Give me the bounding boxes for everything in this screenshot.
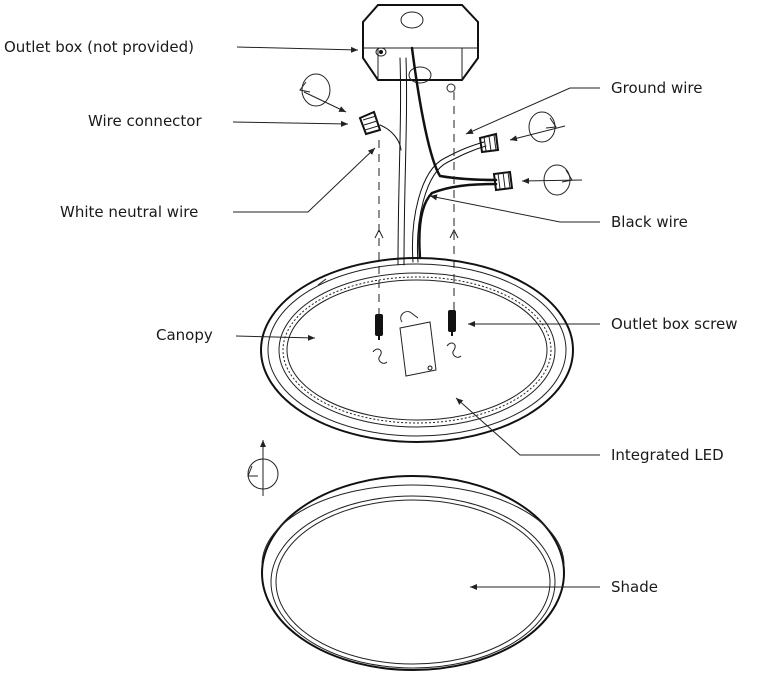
label-white-neutral-wire: White neutral wire [60,203,199,221]
label-outlet-box-screw: Outlet box screw [611,315,738,333]
label-integrated-led: Integrated LED [611,446,724,464]
leader-lines [232,46,600,590]
twist-arrow-icon [509,111,566,143]
outlet-box [362,4,479,93]
twist-arrow-icon [247,440,279,496]
label-wire-connector: Wire connector [88,112,202,130]
wire-connector-ground [478,132,500,154]
wires [379,46,498,266]
label-ground-wire: Ground wire [611,79,703,97]
label-black-wire: Black wire [611,213,688,231]
guide-lines [374,92,459,315]
shade [261,475,565,671]
outlet-box-screw [446,310,462,358]
led-driver [399,311,437,377]
label-shade: Shade [611,578,658,596]
twist-arrow-icon [521,164,583,196]
wire-connector-left [358,110,382,136]
label-outlet-box: Outlet box (not provided) [4,38,195,56]
label-canopy: Canopy [156,326,213,344]
twist-arrow-icon [299,73,347,113]
canopy [260,257,574,443]
outlet-box-screw [372,314,388,364]
wire-connector-black [492,170,514,192]
